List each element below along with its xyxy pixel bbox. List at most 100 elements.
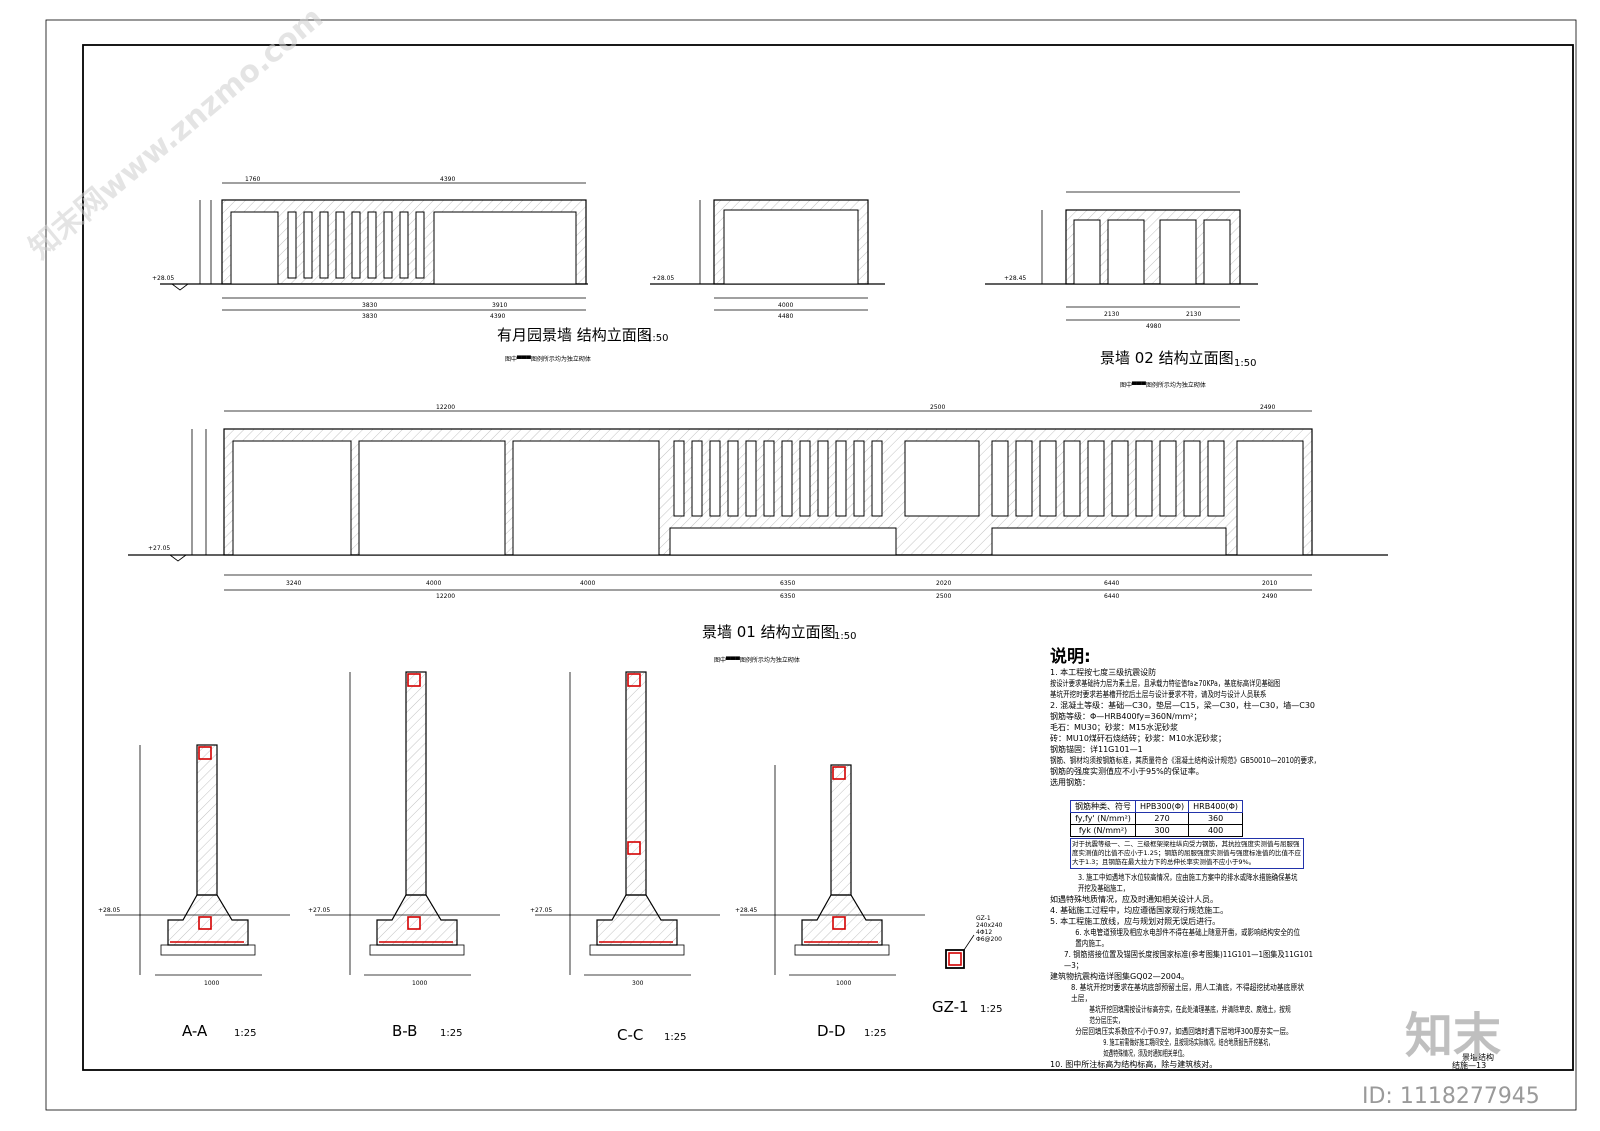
wall-01-bottom-dim-6: 6440 bbox=[1104, 580, 1119, 587]
wall-youyue-total-dim: 3830 bbox=[362, 313, 377, 320]
notes2-line: 5. 本工程施工放线，应与规划对照无误后进行。 bbox=[1050, 917, 1221, 926]
steel-table-cell: 270 bbox=[1134, 812, 1190, 825]
sheet-inner-border bbox=[82, 44, 1574, 1071]
notes-line: 钢筋锚固：详11G101—1 bbox=[1050, 745, 1143, 754]
wall-01-total-3: 2500 bbox=[936, 593, 951, 600]
wall-02-small-elevation bbox=[650, 199, 885, 311]
section-cc-base-dim: 300 bbox=[632, 980, 644, 987]
section-dd-scale: 1:25 bbox=[864, 1028, 886, 1039]
notes-line: 钢筋等级：Φ—HRB400fy=360N/mm²； bbox=[1050, 712, 1202, 721]
section-cc-level: +27.05 bbox=[530, 907, 552, 914]
steel-table-footnote: 对于抗震等级一、二、三级框架梁柱纵向受力钢筋，其抗拉强度实测值与屈服强度实测值的… bbox=[1070, 838, 1304, 869]
sheet-outer-border bbox=[45, 19, 1577, 1111]
drawing-number: 结施—13 bbox=[1452, 1060, 1486, 1070]
wall-youyue-note: 图中▀▀▀图例所示均为独立砌体 bbox=[505, 355, 591, 363]
notes-line: 基坑开挖时要求若基槽开挖后土层与设计要求不符，请及时与设计人员联系 bbox=[1050, 690, 1267, 699]
notes2-line: 建筑物抗震构造详图集GQ02—2004。 bbox=[1050, 972, 1190, 981]
wall-02-total-dim: 4980 bbox=[1146, 323, 1161, 330]
wall-01-top-dim-end: 2490 bbox=[1260, 404, 1275, 411]
section-aa-base-dim: 1000 bbox=[204, 980, 219, 987]
steel-table-cell: 400 bbox=[1188, 824, 1244, 837]
steel-table-header: HPB300(Φ) bbox=[1134, 800, 1190, 813]
wall-01-total-4: 6440 bbox=[1104, 593, 1119, 600]
steel-table-cell: 360 bbox=[1188, 812, 1244, 825]
steel-table-cell: 300 bbox=[1134, 824, 1190, 837]
wall-02-small-total: 4480 bbox=[778, 313, 793, 320]
wall-02-title: 景墙 02 结构立面图 bbox=[1100, 349, 1234, 367]
section-aa-level: +28.05 bbox=[98, 907, 120, 914]
notes2-line: 如遇特殊地质情况，应及时通知相关设计人员。 bbox=[1050, 895, 1218, 904]
section-bb-title: B-B bbox=[392, 1022, 417, 1040]
wall-youyue-elevation bbox=[160, 182, 588, 311]
gz1-spec-1: GZ-1 bbox=[976, 915, 991, 922]
notes2-line: 4. 基础施工过程中，均应遵循国家现行规范施工。 bbox=[1050, 906, 1229, 915]
notes-title: 说明: bbox=[1050, 647, 1091, 667]
wall-youyue-bottom-dim: 3830 bbox=[362, 302, 377, 309]
notes2-line: 7. 钢筋搭接位置及锚固长度按国家标准(参考图集)11G101—1图集及11G1… bbox=[1064, 950, 1314, 970]
gz1-spec-4: Φ6@200 bbox=[976, 936, 1002, 943]
wall-02-bottom-dim-2: 2130 bbox=[1186, 311, 1201, 318]
notes-line: 钢筋的强度实测值应不小于95%的保证率。 bbox=[1050, 767, 1204, 776]
wall-youyue-scale: 1:50 bbox=[646, 333, 668, 344]
section-bb-scale: 1:25 bbox=[440, 1028, 462, 1039]
wall-youyue-top-dim-total: 4390 bbox=[440, 176, 455, 183]
notes-line: 钢筋、钢材均须按钢筋标准，其质量符合《混凝土结构设计规范》GB50010—201… bbox=[1050, 756, 1321, 765]
notes2-line: 分层回填压实系数应不小于0.97，如遇回填时遇下层地坪300厚夯实一层。 bbox=[1075, 1027, 1293, 1036]
wall-02-scale: 1:50 bbox=[1234, 358, 1256, 369]
section-dd bbox=[740, 764, 925, 976]
wall-01-level: +27.05 bbox=[148, 545, 170, 552]
steel-table-header: 钢筋种类、符号 bbox=[1070, 800, 1136, 813]
steel-table-cell: fyk (N/mm²) bbox=[1070, 824, 1136, 837]
notes-box: 说明: 1. 本工程按七度三级抗震设防 按设计要求基础持力层为素土层，且承载力特… bbox=[1050, 647, 1330, 788]
wall-02-elevation bbox=[985, 191, 1258, 321]
section-aa-scale: 1:25 bbox=[234, 1028, 256, 1039]
notes2-line: 3. 施工中如遇地下水位较高情况，应由施工方案中的排水或降水措施确保基坑开挖及基… bbox=[1078, 873, 1298, 893]
wall-02-bottom-dim-1: 2130 bbox=[1104, 311, 1119, 318]
notes2-line: 基坑开挖回填需按设计标高夯实，在此处清理基底，并清除草皮、腐殖土，按规范分层压实… bbox=[1089, 1005, 1291, 1025]
wall-01-total-5: 2490 bbox=[1262, 593, 1277, 600]
wall-01-total-2: 6350 bbox=[780, 593, 795, 600]
section-dd-base-dim: 1000 bbox=[836, 980, 851, 987]
wall-01-top-dim-total: 12200 bbox=[436, 404, 455, 411]
wall-02-small-level: +28.05 bbox=[652, 275, 674, 282]
wall-02-small-dim: 4000 bbox=[778, 302, 793, 309]
wall-01-title: 景墙 01 结构立面图 bbox=[702, 623, 836, 641]
wall-01-scale: 1:50 bbox=[834, 631, 856, 642]
steel-table: 钢筋种类、符号 HPB300(Φ) HRB400(Φ) fy,fy' (N/mm… bbox=[1070, 800, 1244, 837]
notes2-line: 6. 水电管道预埋及相应水电部件不得在基础上随意开凿，或影响结构安全的位置内施工… bbox=[1075, 928, 1301, 948]
wall-01-top-dim-mid: 2500 bbox=[930, 404, 945, 411]
notes-box-2: 3. 施工中如遇地下水位较高情况，应由施工方案中的排水或降水措施确保基坑开挖及基… bbox=[1050, 872, 1330, 1070]
wall-01-total-1: 12200 bbox=[436, 593, 455, 600]
wall-01-bottom-dim-2: 4000 bbox=[426, 580, 441, 587]
section-bb-base-dim: 1000 bbox=[412, 980, 427, 987]
id-text: ID: 1118277945 bbox=[1362, 1084, 1540, 1109]
wall-youyue-top-dim-1: 1760 bbox=[245, 176, 260, 183]
wall-02-note: 图中▀▀▀图例所示均为独立砌体 bbox=[1120, 381, 1206, 389]
gz1-title: GZ-1 bbox=[932, 998, 969, 1016]
notes2-line: 10. 图中所注标高为结构标高，除与建筑核对。 bbox=[1050, 1060, 1218, 1069]
section-cc-scale: 1:25 bbox=[664, 1032, 686, 1043]
wall-youyue-bottom-dim-2: 3910 bbox=[492, 302, 507, 309]
small-sheet-label: 景墙结构 bbox=[1462, 1052, 1494, 1062]
section-cc bbox=[535, 671, 720, 976]
wall-youyue-level: +28.05 bbox=[152, 275, 174, 282]
logo-text: 知末 bbox=[1405, 1008, 1501, 1064]
wall-01-bottom-dim-5: 2020 bbox=[936, 580, 951, 587]
gz1-spec-2: 240x240 bbox=[976, 922, 1003, 929]
wall-01-note: 图中▀▀▀图例所示均为独立砌体 bbox=[714, 656, 800, 664]
section-aa bbox=[105, 744, 290, 976]
wall-youyue-title: 有月园景墙 结构立面图 bbox=[497, 326, 652, 344]
wall-01-elevation bbox=[128, 410, 1388, 591]
notes-line: 砖：MU10煤矸石烧结砖；砂浆：M10水泥砂浆； bbox=[1050, 734, 1227, 743]
section-cc-title: C-C bbox=[617, 1026, 643, 1044]
section-dd-title: D-D bbox=[817, 1022, 846, 1040]
section-bb bbox=[315, 671, 500, 976]
wall-01-bottom-dim-1: 3240 bbox=[286, 580, 301, 587]
section-aa-title: A-A bbox=[182, 1022, 208, 1040]
section-bb-level: +27.05 bbox=[308, 907, 330, 914]
notes-line: 按设计要求基础持力层为素土层，且承载力特征值fa≥70KPa，基底标高详见基础图 bbox=[1050, 679, 1281, 688]
wall-01-bottom-dim-4: 6350 bbox=[780, 580, 795, 587]
steel-table-cell: fy,fy' (N/mm²) bbox=[1070, 812, 1136, 825]
notes2-line: 8. 基坑开挖时要求在基坑底部预留土层，用人工清底，不得超挖扰动基底原状土层， bbox=[1071, 983, 1305, 1003]
